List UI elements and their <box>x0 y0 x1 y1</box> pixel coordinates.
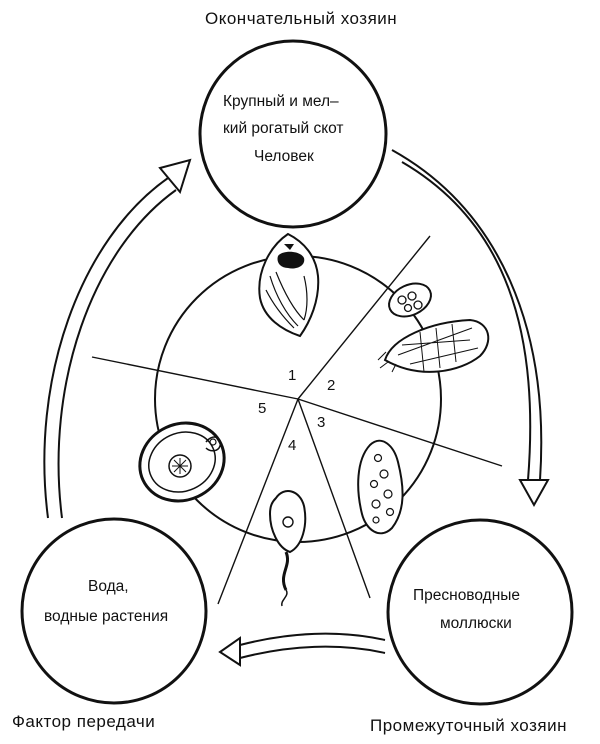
stage-number-4: 4 <box>288 437 296 454</box>
stage-number-5: 5 <box>258 400 266 417</box>
egg-icon <box>388 282 432 318</box>
cycle-arrow-to-mollusc <box>391 149 550 508</box>
cycle-arrow-to-definitive <box>43 158 192 519</box>
miracidium-icon <box>377 318 490 373</box>
stage-number-2: 2 <box>327 377 335 394</box>
water-label-line-2: водные растения <box>44 608 168 625</box>
definitive-host-circle <box>198 39 388 229</box>
definitive-host-title: Окончательный хозяин <box>205 9 397 28</box>
intermediate-host-circle <box>386 518 574 706</box>
stage-dividers <box>91 235 503 605</box>
adult-fluke-icon <box>258 232 320 338</box>
cycle-arrow-to-water <box>218 632 386 667</box>
mollusc-label-line-1: Пресноводные <box>413 587 520 604</box>
stage-number-3: 3 <box>317 414 325 431</box>
intermediate-host-title: Промежуточный хозяин <box>370 716 567 735</box>
cercaria-icon <box>268 490 307 607</box>
definitive-host-line-1: Крупный и мел– <box>223 93 339 110</box>
definitive-host-line-2: кий рогатый скот <box>223 120 344 137</box>
transmission-factor-circle <box>20 517 208 705</box>
adolescaria-cyst-icon <box>138 421 226 503</box>
redia-icon <box>357 439 404 535</box>
transmission-factor-title: Фактор передачи <box>12 712 155 731</box>
water-label-line-1: Вода, <box>88 578 129 595</box>
definitive-host-line-3: Человек <box>254 148 314 165</box>
stage-number-1: 1 <box>288 367 296 384</box>
mollusc-label-line-2: моллюски <box>440 615 512 632</box>
